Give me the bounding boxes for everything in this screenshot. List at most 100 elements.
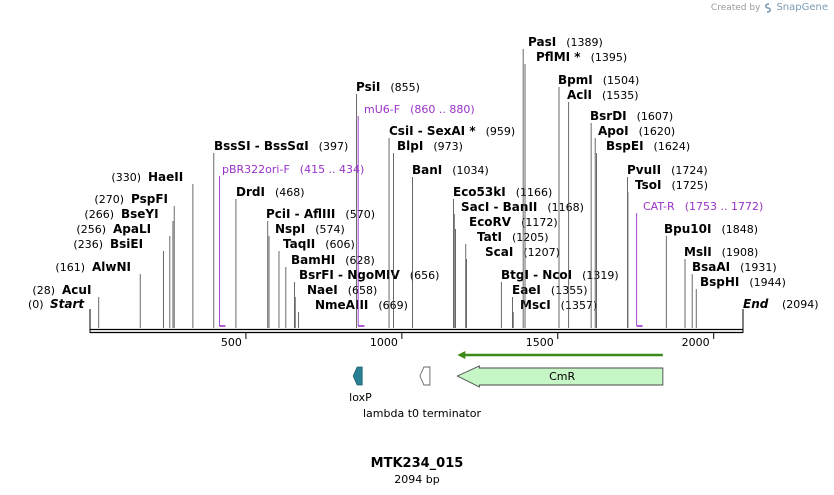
credit: Created by SnapGene	[711, 2, 828, 13]
site-position-apoi: (1620)	[639, 125, 676, 138]
site-label-ecorv[interactable]: EcoRV	[469, 215, 512, 229]
site-label-apoi[interactable]: ApoI	[598, 124, 629, 138]
site-position-bsssi-bsss-i: (397)	[319, 140, 349, 153]
site-position-bani: (1034)	[452, 164, 489, 177]
site-position-taqii: (606)	[325, 238, 355, 251]
site-label-haeii[interactable]: HaeII	[148, 170, 183, 184]
site-label-csii-sexai[interactable]: CsiI - SexAI *	[389, 124, 476, 138]
site-label-naei[interactable]: NaeI	[307, 283, 338, 297]
site-position-bseyi: (266)	[84, 208, 114, 221]
start-label: Start	[50, 297, 85, 311]
primer-label-cat-r[interactable]: CAT-R	[643, 200, 675, 213]
site-position-blpi: (973)	[433, 140, 463, 153]
site-position-tati: (1205)	[512, 231, 549, 244]
site-position-pvuii: (1724)	[671, 164, 708, 177]
axis-tick-label: 500	[221, 336, 242, 349]
credit-prefix: Created by	[710, 2, 761, 13]
site-label-bseyi[interactable]: BseYI	[121, 207, 159, 221]
site-position-bsrfi-ngomiv: (656)	[410, 269, 440, 282]
site-label-acli[interactable]: AclI	[567, 88, 592, 102]
site-position-bsphi: (1944)	[749, 276, 786, 289]
end-position: (2094)	[782, 298, 819, 311]
site-label-tsoi[interactable]: TsoI	[635, 178, 661, 192]
site-label-msci[interactable]: MscI	[520, 298, 551, 312]
feature-label-loxp: loxP	[349, 391, 372, 404]
site-label-tati[interactable]: TatI	[477, 230, 502, 244]
axis-tick-label: 2000	[682, 336, 710, 349]
feature-loxp[interactable]	[352, 366, 363, 386]
primer-range-cat-r: (1753 .. 1772)	[685, 200, 764, 213]
site-label-saci-banii[interactable]: SacI - BanII	[461, 200, 537, 214]
site-label-acui[interactable]: AcuI	[62, 283, 91, 297]
site-position-bsiei: (236)	[73, 238, 103, 251]
site-label-alwni[interactable]: AlwNI	[92, 260, 131, 274]
site-label-bsaai[interactable]: BsaAI	[692, 260, 730, 274]
primer-range-pbr322ori-f: (415 .. 434)	[300, 163, 365, 176]
site-label-nmeaiii[interactable]: NmeAIII	[315, 298, 368, 312]
site-position-pflmi: (1395)	[591, 51, 628, 64]
site-position-bamhi: (628)	[345, 254, 375, 267]
site-label-bpmi[interactable]: BpmI	[558, 73, 593, 87]
primer-label-pbr322ori-f[interactable]: pBR322ori-F	[222, 163, 290, 176]
site-label-psii[interactable]: PsiI	[356, 80, 380, 94]
site-position-saci-banii: (1168)	[547, 201, 584, 214]
site-label-pvuii[interactable]: PvuII	[627, 163, 661, 177]
site-label-pflmi[interactable]: PflMI *	[536, 50, 581, 64]
site-label-blpi[interactable]: BlpI	[397, 139, 423, 153]
site-position-nspi: (574)	[315, 223, 345, 236]
primer-label-mu6-f[interactable]: mU6-F	[364, 103, 400, 116]
snapgene-logo-icon	[765, 2, 772, 13]
feature-label-lambda-t0-terminator: lambda t0 terminator	[363, 407, 481, 420]
site-position-eaei: (1355)	[551, 284, 588, 297]
site-position-msli: (1908)	[722, 246, 759, 259]
site-label-pcii-afliii[interactable]: PciI - AflIII	[266, 207, 335, 221]
map-title: MTK234_015	[370, 456, 464, 471]
site-position-csii-sexai: (959)	[486, 125, 516, 138]
site-position-pasi: (1389)	[566, 36, 603, 49]
site-position-acui: (28)	[32, 284, 55, 297]
site-label-eaei[interactable]: EaeI	[512, 283, 541, 297]
site-position-bsaai: (1931)	[740, 261, 777, 274]
axis-tick-label: 1000	[370, 336, 398, 349]
site-label-bsrdi[interactable]: BsrDI	[590, 109, 627, 123]
site-position-alwni: (161)	[55, 261, 85, 274]
map-length: 2094 bp	[394, 473, 440, 486]
axis-tick-label: 1500	[526, 336, 554, 349]
site-label-bamhi[interactable]: BamHI	[291, 253, 335, 267]
site-position-psii: (855)	[390, 81, 420, 94]
site-label-bspei[interactable]: BspEI	[606, 139, 644, 153]
site-label-btgi-ncoi[interactable]: BtgI - NcoI	[501, 268, 572, 282]
site-label-bsphi[interactable]: BspHI	[700, 275, 739, 289]
feature-cmr[interactable]	[456, 365, 664, 388]
site-label-bpu10i[interactable]: Bpu10I	[664, 222, 711, 236]
feature-lambda-t0-terminator[interactable]	[419, 366, 431, 386]
cmr-orf-arrowhead	[457, 351, 466, 359]
site-label-bani[interactable]: BanI	[412, 163, 442, 177]
site-position-acli: (1535)	[602, 89, 639, 102]
site-label-eco53ki[interactable]: Eco53kI	[453, 185, 506, 199]
site-label-scai[interactable]: ScaI	[485, 245, 513, 259]
site-position-eco53ki: (1166)	[516, 186, 553, 199]
site-label-apali[interactable]: ApaLI	[113, 222, 151, 236]
site-position-bpu10i: (1848)	[721, 223, 758, 236]
site-position-btgi-ncoi: (1319)	[582, 269, 619, 282]
site-position-haeii: (330)	[111, 171, 141, 184]
site-position-tsoi: (1725)	[671, 179, 708, 192]
site-label-pasi[interactable]: PasI	[528, 35, 556, 49]
site-label-pspfi[interactable]: PspFI	[131, 192, 168, 206]
site-label-drdi[interactable]: DrdI	[236, 185, 265, 199]
site-label-taqii[interactable]: TaqII	[283, 237, 315, 251]
end-label: End	[743, 297, 769, 311]
site-label-msli[interactable]: MslI	[684, 245, 712, 259]
site-label-bsrfi-ngomiv[interactable]: BsrFI - NgoMIV	[299, 268, 400, 282]
site-label-nspi[interactable]: NspI	[275, 222, 305, 236]
feature-label-cmr: CmR	[549, 370, 575, 383]
site-label-bsssi-bsss-i[interactable]: BssSI - BssSαI	[214, 139, 309, 153]
site-label-bsiei[interactable]: BsiEI	[110, 237, 143, 251]
site-position-bspei: (1624)	[654, 140, 691, 153]
site-position-apali: (256)	[76, 223, 106, 236]
site-position-drdi: (468)	[275, 186, 305, 199]
site-position-msci: (1357)	[561, 299, 598, 312]
